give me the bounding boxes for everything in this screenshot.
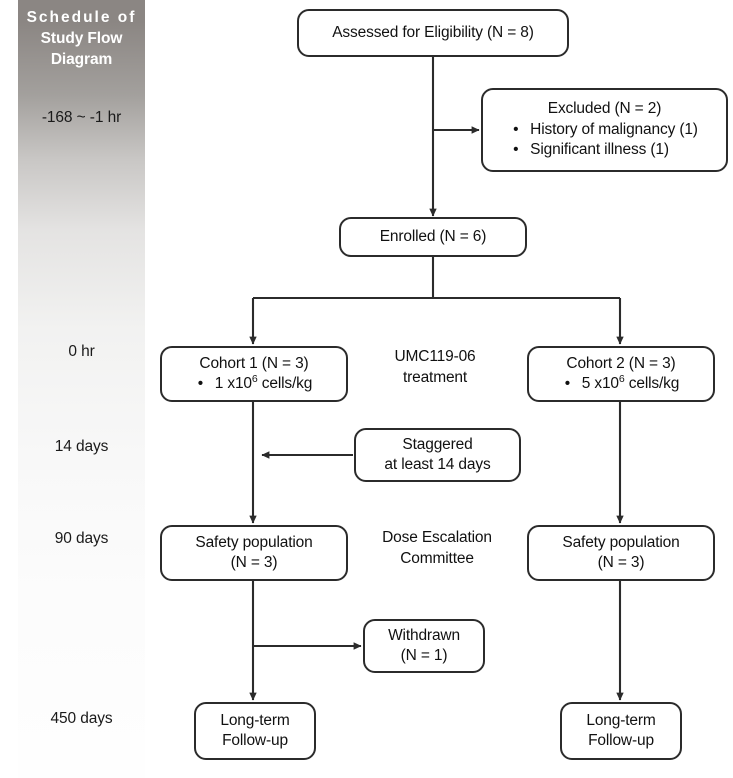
- node-cohort-1-dose: 1 x106 cells/kg: [196, 374, 313, 394]
- node-cohort-1-title: Cohort 1 (N = 3): [199, 354, 309, 372]
- cohort-1-dose-exponent: 6: [251, 372, 258, 385]
- node-enrolled-label: Enrolled (N = 6): [379, 227, 487, 245]
- cohort-2-dose-pre: 5 x10: [581, 375, 619, 392]
- node-safety-1-line-1: Safety population: [195, 533, 313, 551]
- timeline-label-14days: 14 days: [54, 438, 109, 455]
- timeline-gradient-bar: [18, 0, 145, 778]
- node-long-term-follow-up-2[interactable]: Long-term Follow-up: [560, 702, 682, 760]
- node-assessed-for-eligibility[interactable]: Assessed for Eligibility (N = 8): [297, 9, 569, 57]
- annotation-committee-line-2: Committee: [400, 549, 474, 567]
- annotation-treatment-line-2: treatment: [402, 368, 468, 386]
- node-excluded-title: Excluded (N = 2): [547, 100, 662, 118]
- node-safety-2-line-1: Safety population: [562, 533, 680, 551]
- node-withdrawn-line-1: Withdrawn: [388, 626, 460, 644]
- annotation-dose-escalation-committee: Dose Escalation Committee: [352, 528, 522, 570]
- node-long-term-follow-up-1[interactable]: Long-term Follow-up: [194, 702, 316, 760]
- node-staggered-line-1: Staggered: [402, 435, 473, 453]
- cohort-2-dose-exponent: 6: [618, 372, 625, 385]
- node-followup-1-line-1: Long-term: [220, 711, 290, 729]
- timeline-label-screening: -168 ~ -1 hr: [41, 109, 122, 126]
- node-staggered-line-2: at least 14 days: [384, 456, 491, 473]
- node-safety-population-2[interactable]: Safety population (N = 3): [527, 525, 715, 581]
- node-cohort-2[interactable]: Cohort 2 (N = 3) 5 x106 cells/kg: [527, 346, 715, 402]
- timeline-label-0hr: 0 hr: [68, 343, 95, 360]
- timeline-title-line-2: Study Flow: [40, 29, 123, 47]
- node-excluded-bullet-1: History of malignancy (1): [511, 120, 698, 140]
- annotation-treatment: UMC119-06 treatment: [350, 347, 520, 389]
- cohort-2-dose-post: cells/kg: [624, 375, 680, 392]
- node-withdrawn[interactable]: Withdrawn (N = 1): [363, 619, 485, 673]
- node-cohort-1-dose-text: 1 x106 cells/kg: [196, 374, 313, 394]
- annotation-committee-line-1: Dose Escalation: [382, 529, 492, 546]
- node-followup-2-line-1: Long-term: [586, 711, 656, 729]
- node-staggered[interactable]: Staggered at least 14 days: [354, 428, 521, 482]
- node-safety-1-line-2: (N = 3): [230, 554, 278, 571]
- node-enrolled[interactable]: Enrolled (N = 6): [339, 217, 527, 257]
- timeline-label-450days: 450 days: [50, 710, 113, 727]
- node-followup-1-line-2: Follow-up: [222, 732, 288, 749]
- timeline-title-line-1: Schedule of: [26, 9, 137, 26]
- annotation-treatment-line-1: UMC119-06: [394, 348, 476, 365]
- node-excluded[interactable]: Excluded (N = 2) History of malignancy (…: [481, 88, 728, 172]
- timeline-title-line-3: Diagram: [50, 50, 113, 68]
- node-safety-2-line-2: (N = 3): [597, 554, 645, 571]
- node-withdrawn-line-2: (N = 1): [400, 647, 448, 664]
- cohort-1-dose-post: cells/kg: [257, 375, 313, 392]
- node-assessed-label: Assessed for Eligibility (N = 8): [332, 23, 534, 41]
- node-cohort-2-dose: 5 x106 cells/kg: [563, 374, 680, 394]
- timeline-label-90days: 90 days: [54, 530, 109, 547]
- node-cohort-2-title: Cohort 2 (N = 3): [566, 354, 676, 372]
- timeline-title: Schedule of Study Flow Diagram: [18, 8, 145, 71]
- node-excluded-bullets: History of malignancy (1) Significant il…: [511, 120, 698, 161]
- node-followup-2-line-2: Follow-up: [588, 732, 654, 749]
- node-safety-population-1[interactable]: Safety population (N = 3): [160, 525, 348, 581]
- node-cohort-1[interactable]: Cohort 1 (N = 3) 1 x106 cells/kg: [160, 346, 348, 402]
- node-excluded-bullet-2: Significant illness (1): [511, 140, 698, 160]
- node-cohort-2-dose-text: 5 x106 cells/kg: [563, 374, 680, 394]
- cohort-1-dose-pre: 1 x10: [214, 375, 252, 392]
